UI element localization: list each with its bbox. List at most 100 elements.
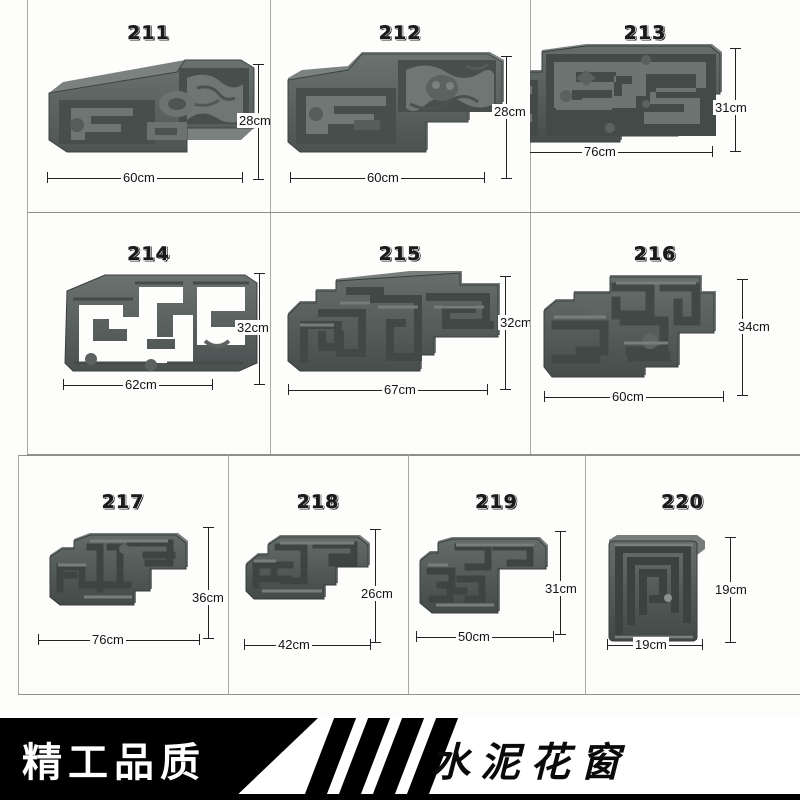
product-cell-215[interactable]: 215 — [270, 213, 530, 455]
stone-drawing-211 — [48, 59, 255, 153]
height-label-217: 36cm — [190, 590, 226, 605]
stone-drawing-215 — [287, 271, 500, 372]
height-label-220: 19cm — [713, 582, 749, 597]
width-label-213: 76cm — [582, 144, 618, 159]
cell-border-bottom — [408, 694, 585, 695]
product-image-220 — [585, 455, 800, 695]
width-tick-left-217 — [38, 634, 39, 645]
height-tick-top-214 — [254, 273, 265, 274]
sku-label-220: 220 — [661, 491, 704, 513]
product-cell-216[interactable]: 216 — [530, 213, 800, 455]
height-tick-top-218 — [370, 529, 381, 530]
height-label-218: 26cm — [359, 586, 395, 601]
height-label-212: 28cm — [492, 104, 528, 119]
sku-label-216: 216 — [633, 243, 677, 265]
cell-border-left — [408, 455, 409, 695]
sku-label-211: 211 — [127, 22, 170, 44]
sku-label-215: 215 — [378, 243, 422, 265]
product-cell-218[interactable]: 218 — [228, 455, 408, 695]
product-cell-220[interactable]: 220 — [585, 455, 800, 695]
bottom-banner: 精工品质 水泥花窗 — [0, 718, 800, 800]
height-tick-top-219 — [555, 531, 566, 532]
cell-border-bottom — [27, 454, 270, 455]
width-tick-right-219 — [553, 631, 554, 642]
product-image-214 — [27, 213, 270, 455]
height-tick-bottom-217 — [203, 638, 214, 639]
cell-border-left — [530, 213, 531, 455]
width-tick-left-216 — [544, 391, 545, 402]
cell-border-left — [18, 455, 19, 695]
cell-border-bottom — [270, 212, 530, 213]
cell-border-top — [585, 455, 800, 456]
banner-bottom-bar — [0, 794, 800, 800]
height-tick-top-215 — [500, 276, 511, 277]
product-cell-217[interactable]: 217 — [18, 455, 228, 695]
width-tick-left-220 — [607, 639, 608, 650]
width-label-214: 62cm — [123, 377, 159, 392]
height-tick-bottom-218 — [370, 642, 381, 643]
cell-border-left — [27, 0, 28, 213]
height-tick-top-211 — [253, 64, 264, 65]
banner-product-name: 水泥花窗 — [430, 739, 630, 786]
height-tick-top-213 — [730, 48, 741, 49]
height-tick-bottom-212 — [501, 178, 512, 179]
height-tick-top-217 — [203, 527, 214, 528]
width-label-211: 60cm — [121, 170, 157, 185]
product-image-213 — [530, 0, 760, 213]
width-label-215: 67cm — [382, 382, 418, 397]
cell-border-bottom — [27, 212, 270, 213]
height-label-215: 32cm — [498, 315, 530, 330]
cell-border-top — [228, 455, 408, 456]
cell-border-left — [228, 455, 229, 695]
cell-border-left — [270, 213, 271, 455]
product-image-215 — [270, 213, 530, 455]
height-tick-top-220 — [725, 537, 736, 538]
product-cell-211[interactable]: 211 — [27, 0, 270, 213]
width-tick-right-215 — [487, 384, 488, 395]
sku-label-212: 212 — [378, 22, 422, 44]
sku-label-214: 214 — [127, 243, 170, 265]
height-tick-bottom-216 — [737, 395, 748, 396]
product-image-211 — [27, 0, 270, 213]
height-tick-bottom-213 — [730, 151, 741, 152]
cell-border-left — [27, 213, 28, 455]
stone-drawing-212 — [287, 52, 504, 153]
height-tick-bottom-219 — [555, 634, 566, 635]
height-tick-top-212 — [501, 56, 512, 57]
product-cell-219[interactable]: 219 — [408, 455, 585, 695]
cell-border-bottom — [18, 694, 228, 695]
width-tick-right-216 — [723, 391, 724, 402]
width-label-216: 60cm — [610, 389, 646, 404]
cell-border-bottom — [530, 454, 800, 455]
cell-border-bottom — [530, 212, 800, 213]
width-label-217: 76cm — [90, 632, 126, 647]
height-tick-bottom-211 — [253, 179, 264, 180]
height-dimension-line-215 — [505, 276, 506, 389]
width-label-220: 19cm — [633, 637, 669, 652]
width-tick-right-220 — [702, 639, 703, 650]
height-label-211: 28cm — [237, 113, 270, 128]
cell-border-top — [408, 455, 585, 456]
height-label-213: 31cm — [713, 100, 749, 115]
product-cell-214[interactable]: 214 — [27, 213, 270, 455]
product-cell-213[interactable]: 213 — [530, 0, 800, 213]
width-label-212: 60cm — [365, 170, 401, 185]
stone-drawing-213 — [530, 44, 722, 143]
product-image-212 — [270, 0, 530, 213]
height-tick-bottom-215 — [500, 389, 511, 390]
height-label-219: 31cm — [543, 581, 579, 596]
banner-slogan: 精工品质 — [22, 740, 206, 786]
cell-border-top — [18, 455, 228, 456]
stone-drawing-220 — [608, 535, 705, 642]
width-tick-left-214 — [63, 379, 64, 390]
stone-drawing-214 — [64, 274, 258, 372]
sku-label-218: 218 — [296, 491, 340, 513]
product-image-218 — [228, 455, 408, 695]
height-dimension-line-216 — [742, 279, 743, 396]
width-tick-right-212 — [484, 172, 485, 183]
width-tick-right-211 — [242, 172, 243, 183]
cell-border-left — [585, 455, 586, 695]
width-tick-right-217 — [199, 634, 200, 645]
product-cell-212[interactable]: 212 — [270, 0, 530, 213]
